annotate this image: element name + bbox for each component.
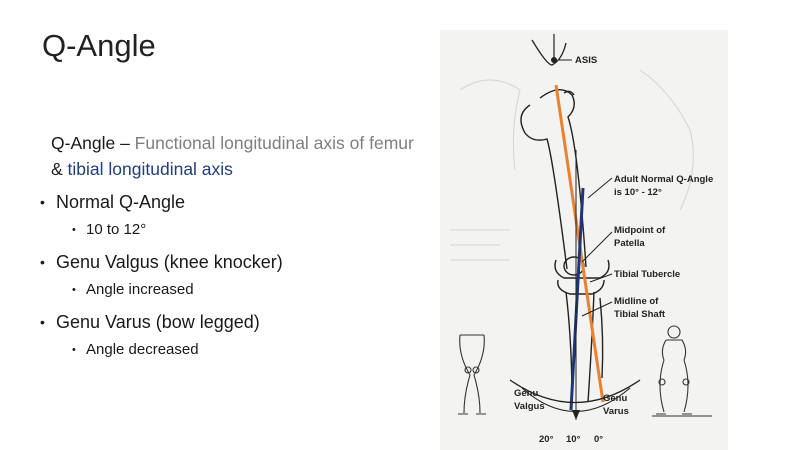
definition-ampersand: &	[51, 159, 68, 179]
angle-scale-arc	[509, 379, 641, 404]
label-midpoint-line1: Midpoint of	[614, 225, 666, 236]
sub-bullet-angle-increased: Angle increased	[72, 280, 283, 300]
sub-bullet-angle-decreased: Angle decreased	[72, 340, 283, 360]
q-angle-definition: Q-Angle – Functional longitudinal axis o…	[51, 130, 421, 182]
definition-dash: –	[115, 133, 135, 153]
label-adult-normal-line2: is 10° - 12°	[614, 187, 662, 198]
bullet-genu-varus: Genu Varus (bow legged)	[40, 310, 283, 334]
genu-valgus-figure	[458, 334, 486, 415]
bullet-genu-valgus: Genu Valgus (knee knocker)	[40, 250, 283, 274]
slide-title: Q-Angle	[42, 28, 156, 63]
pelvis-outline	[531, 39, 567, 66]
knee-joint	[554, 256, 610, 295]
label-scale-10: 10°	[566, 434, 581, 445]
label-genu-valgus-line2: Valgus	[514, 401, 545, 412]
tibial-axis-text: tibial longitudinal axis	[67, 159, 233, 179]
label-tibial-tubercle: Tibial Tubercle	[614, 269, 680, 280]
angle-scale-arc-inner	[521, 387, 631, 413]
q-angle-diagram-svg: ASIS Adult Normal Q-Angle is 10° - 12° M…	[440, 30, 728, 450]
label-midline-line2: Tibial Shaft	[614, 309, 666, 320]
label-midpoint-line2: Patella	[614, 238, 645, 249]
tibial-axis-line	[569, 187, 585, 411]
genu-varus-figure	[652, 325, 712, 417]
bullet-list: Normal Q-Angle 10 to 12° Genu Valgus (kn…	[40, 190, 283, 370]
femur-bone	[520, 89, 587, 270]
bullet-normal-q-angle: Normal Q-Angle	[40, 190, 283, 214]
sub-bullet-normal-range: 10 to 12°	[72, 220, 283, 240]
label-scale-0: 0°	[594, 434, 603, 445]
definition-term: Q-Angle	[51, 133, 116, 153]
label-genu-valgus-line1: Genu	[514, 388, 538, 399]
label-midline-line1: Midline of	[614, 296, 659, 307]
label-scale-20: 20°	[539, 434, 554, 445]
background-sketch	[450, 69, 694, 261]
femur-axis-text: Functional longitudinal axis of femur	[134, 133, 414, 153]
arrow-head	[572, 410, 580, 420]
label-asis: ASIS	[575, 55, 597, 66]
leader-lines	[558, 59, 613, 317]
q-angle-diagram: ASIS Adult Normal Q-Angle is 10° - 12° M…	[440, 30, 728, 450]
label-adult-normal-line1: Adult Normal Q-Angle	[614, 174, 713, 185]
label-genu-varus-line1: Genu	[603, 393, 627, 404]
label-genu-varus-line2: Varus	[603, 406, 629, 417]
